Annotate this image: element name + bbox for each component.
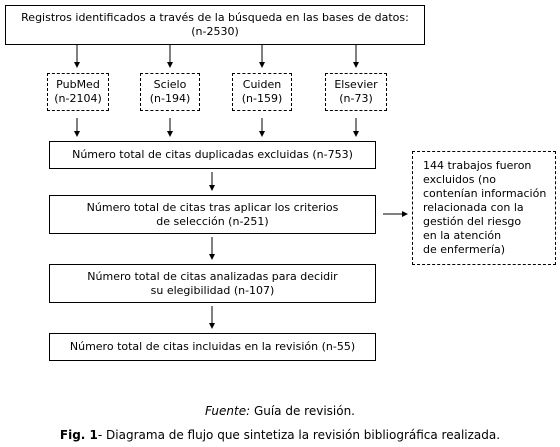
database-box-scielo: Scielo (n-194) (140, 73, 200, 111)
excluded-line: excluidos (no (423, 173, 496, 186)
identified-records-count: (n-2530) (191, 25, 239, 38)
source-text: Guía de revisión. (250, 404, 355, 418)
database-name: PubMed (56, 78, 100, 91)
database-name: Cuiden (242, 78, 282, 91)
database-name: Scielo (153, 78, 187, 91)
excluded-line: de enfermería) (423, 243, 506, 256)
excluded-line: en la atención (423, 229, 502, 242)
identified-records-line1: Registros identificados a través de la b… (21, 11, 409, 24)
database-name: Elsevier (334, 78, 378, 91)
figure-text: - Diagrama de flujo que sintetiza la rev… (97, 428, 501, 442)
duplicates-excluded-text: Número total de citas duplicadas excluid… (72, 148, 353, 161)
excluded-line: relacionada con la (423, 201, 524, 214)
analyzed-line1: Número total de citas analizadas para de… (87, 269, 338, 283)
database-box-cuiden: Cuiden (n-159) (232, 73, 292, 111)
included-citations-box: Número total de citas incluidas en la re… (49, 333, 376, 361)
identified-records-box: Registros identificados a través de la b… (5, 5, 425, 45)
excluded-line: gestión del riesgo (423, 215, 522, 228)
analyzed-citations-box: Número total de citas analizadas para de… (49, 264, 376, 303)
database-box-elsevier: Elsevier (n-73) (325, 73, 387, 111)
database-count: (n-194) (149, 92, 191, 105)
excluded-line: 144 trabajos fueron (423, 159, 532, 172)
database-count: (n-73) (339, 92, 373, 105)
figure-caption: Fig. 1- Diagrama de flujo que sintetiza … (0, 428, 560, 442)
selection-criteria-line1: Número total de citas tras aplicar los c… (86, 200, 339, 214)
database-count: (n-159) (241, 92, 283, 105)
source-label: Fuente: (204, 404, 251, 418)
excluded-line: contenían información (423, 187, 547, 200)
database-box-pubmed: PubMed (n-2104) (47, 73, 109, 111)
selection-criteria-box: Número total de citas tras aplicar los c… (49, 195, 376, 234)
included-text: Número total de citas incluidas en la re… (69, 340, 356, 353)
figure-label: Fig. 1 (59, 428, 98, 442)
analyzed-line2: su elegibilidad (n-107) (150, 283, 275, 297)
excluded-works-box: 144 trabajos fueron excluidos (no conten… (412, 151, 556, 265)
source-caption: Fuente: Guía de revisión. (0, 404, 560, 418)
selection-criteria-line2: de selección (n-251) (156, 214, 269, 228)
database-count: (n-2104) (54, 92, 102, 105)
duplicates-excluded-box: Número total de citas duplicadas excluid… (49, 141, 376, 169)
